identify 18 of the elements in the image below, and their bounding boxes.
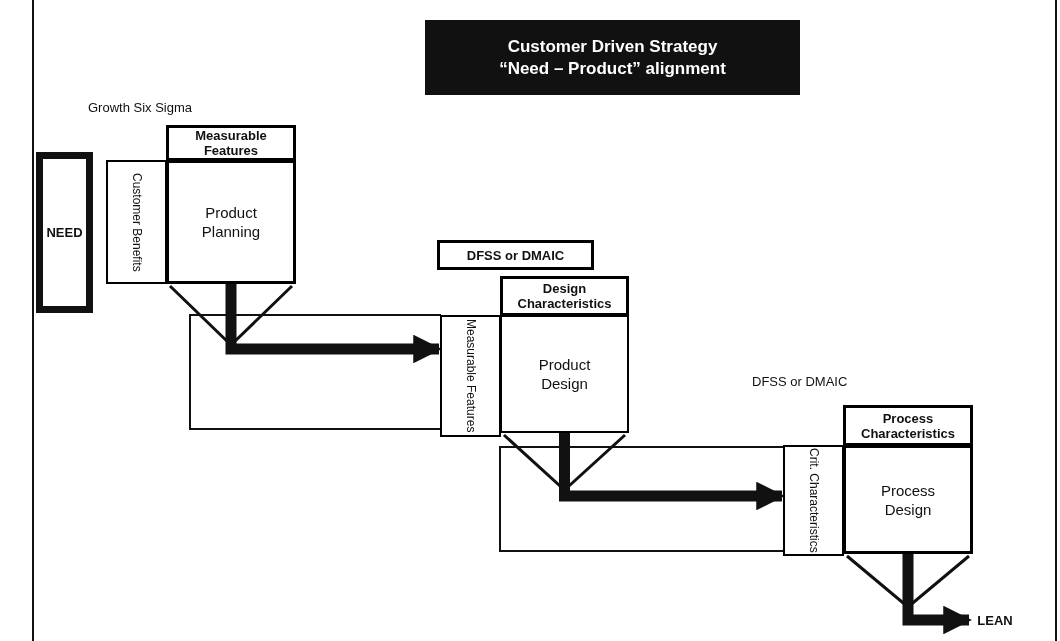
note-text: Growth Six Sigma <box>88 100 193 115</box>
arrow <box>902 554 972 635</box>
note-text: DFSS or DMAIC <box>752 374 848 389</box>
matrix-box: Process Design <box>843 445 973 554</box>
column-header: Process Characteristics <box>843 405 973 446</box>
method-box: DFSS or DMAIC <box>437 240 594 270</box>
title-banner: Customer Driven Strategy “Need – Product” alignment <box>425 20 800 95</box>
matrix-box: Product Planning <box>166 160 296 284</box>
need-box: NEED <box>36 152 93 313</box>
row-header: Crit. Characteristics <box>783 445 844 556</box>
end-label: LEAN <box>970 608 1020 632</box>
arrow <box>559 433 785 511</box>
row-header: Measurable Features <box>440 315 501 437</box>
row-header: Customer Benefits <box>106 160 167 284</box>
column-header: Design Characteristics <box>500 276 629 316</box>
matrix-box: Product Design <box>500 315 629 433</box>
column-header: Measurable Features <box>166 125 296 161</box>
arrow <box>225 284 442 364</box>
